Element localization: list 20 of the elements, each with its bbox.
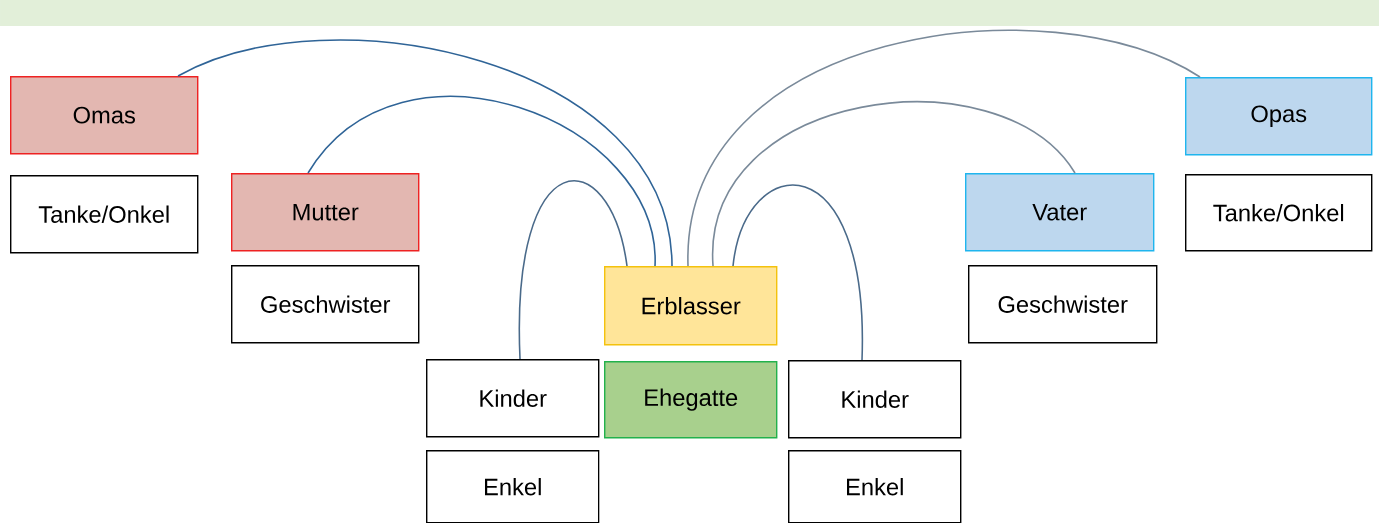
person-box: Erblasser — [604, 266, 778, 346]
person-box: Mutter — [231, 173, 420, 252]
connector-curve — [307, 95, 656, 267]
person-box: Enkel — [426, 450, 600, 523]
person-box: Kinder — [426, 359, 600, 438]
person-box: Opas — [1185, 77, 1373, 156]
person-box: Kinder — [788, 360, 962, 439]
person-box: Geschwister — [968, 265, 1158, 344]
person-box: Geschwister — [231, 265, 420, 344]
connector-curve — [687, 29, 1201, 267]
person-box: Vater — [965, 173, 1155, 252]
person-box: Enkel — [788, 450, 962, 523]
connector-curve — [518, 180, 628, 360]
person-box: Ehegatte — [604, 361, 778, 439]
person-box: Tanke/Onkel — [1185, 174, 1373, 252]
connector-curve — [177, 39, 673, 267]
person-box: Tanke/Onkel — [10, 175, 199, 254]
connector-curve — [732, 184, 863, 361]
connector-curve — [712, 101, 1076, 267]
person-box: Omas — [10, 76, 199, 155]
